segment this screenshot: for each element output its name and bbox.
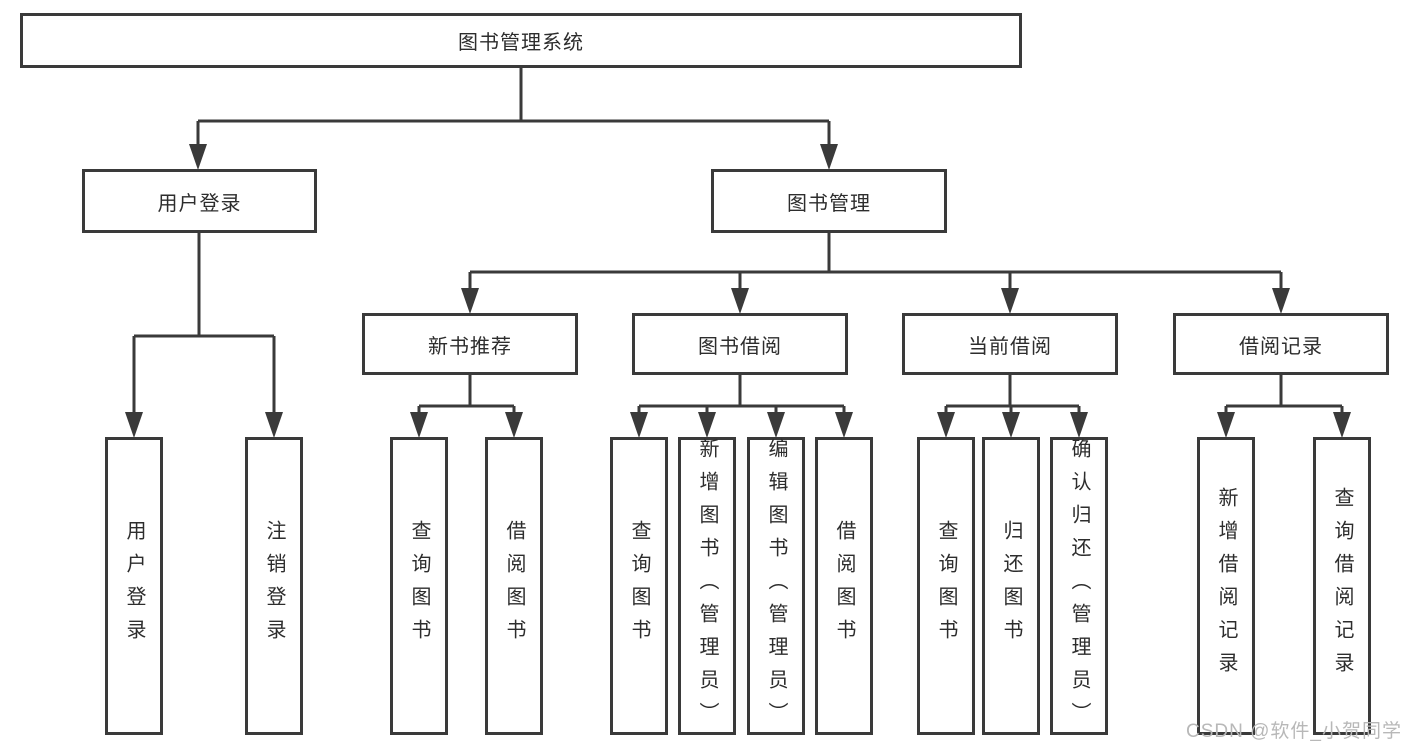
- leaf-bookborrow-add-books-admin: 新增图书（管理员）: [678, 437, 736, 735]
- leaf-newbooks-borrow-books-label: 借阅图书: [503, 520, 525, 652]
- leaf-user-login-label: 用户登录: [123, 520, 145, 652]
- leaf-records-add-record: 新增借阅记录: [1197, 437, 1255, 735]
- leaf-currentborrow-query-books: 查询图书: [917, 437, 975, 735]
- node-new-book-recommend-label: 新书推荐: [428, 335, 512, 358]
- leaf-bookborrow-edit-books-admin-label: 编辑图书（管理员）: [765, 437, 787, 735]
- leaf-currentborrow-confirm-return-admin-label: 确认归还（管理员）: [1068, 437, 1090, 735]
- leaf-user-login: 用户登录: [105, 437, 163, 735]
- csdn-watermark: CSDN @软件_小贺同学: [1186, 721, 1402, 742]
- leaf-records-add-record-label: 新增借阅记录: [1215, 487, 1237, 685]
- node-new-book-recommend: 新书推荐: [362, 313, 578, 375]
- node-book-management: 图书管理: [711, 169, 947, 233]
- leaf-newbooks-query-books: 查询图书: [390, 437, 448, 735]
- node-book-borrow-label: 图书借阅: [698, 335, 782, 358]
- node-root-label: 图书管理系统: [458, 32, 584, 54]
- leaf-bookborrow-query-books: 查询图书: [610, 437, 668, 735]
- leaf-bookborrow-query-books-label: 查询图书: [628, 520, 650, 652]
- node-user-login: 用户登录: [82, 169, 317, 233]
- leaf-currentborrow-return-books-label: 归还图书: [1000, 520, 1022, 652]
- node-book-management-label: 图书管理: [787, 192, 871, 215]
- leaf-newbooks-borrow-books: 借阅图书: [485, 437, 543, 735]
- leaf-newbooks-query-books-label: 查询图书: [408, 520, 430, 652]
- leaf-records-query-record: 查询借阅记录: [1313, 437, 1371, 735]
- leaf-currentborrow-query-books-label: 查询图书: [935, 520, 957, 652]
- leaf-bookborrow-borrow-books: 借阅图书: [815, 437, 873, 735]
- node-current-borrow-label: 当前借阅: [968, 335, 1052, 358]
- node-borrow-records: 借阅记录: [1173, 313, 1389, 375]
- leaf-bookborrow-borrow-books-label: 借阅图书: [833, 520, 855, 652]
- leaf-bookborrow-edit-books-admin: 编辑图书（管理员）: [747, 437, 805, 735]
- leaf-bookborrow-add-books-admin-label: 新增图书（管理员）: [696, 437, 718, 735]
- leaf-currentborrow-confirm-return-admin: 确认归还（管理员）: [1050, 437, 1108, 735]
- leaf-records-query-record-label: 查询借阅记录: [1331, 487, 1353, 685]
- node-borrow-records-label: 借阅记录: [1239, 335, 1323, 358]
- node-book-borrow: 图书借阅: [632, 313, 848, 375]
- leaf-currentborrow-return-books: 归还图书: [982, 437, 1040, 735]
- node-current-borrow: 当前借阅: [902, 313, 1118, 375]
- node-user-login-label: 用户登录: [157, 192, 242, 215]
- node-root: 图书管理系统: [20, 13, 1022, 68]
- leaf-logout: 注销登录: [245, 437, 303, 735]
- leaf-logout-label: 注销登录: [263, 520, 285, 652]
